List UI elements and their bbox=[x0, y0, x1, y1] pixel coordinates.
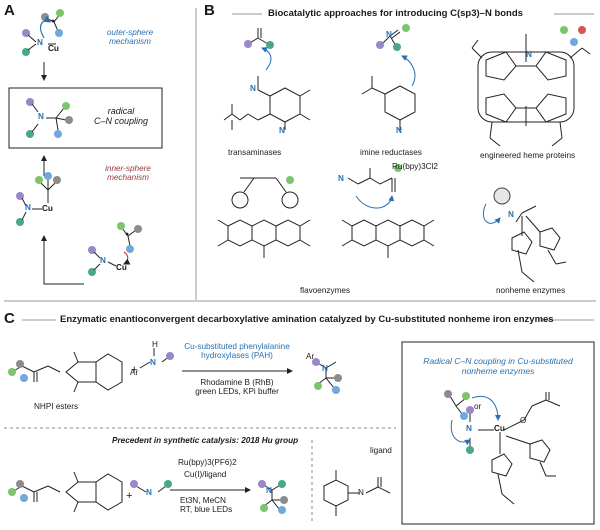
n-atom-c1: N bbox=[150, 358, 156, 367]
n-atom-box: N bbox=[466, 424, 472, 433]
n-atom-a1: N bbox=[37, 38, 43, 47]
label-transaminases: transaminases bbox=[228, 148, 282, 157]
outer-sphere-label: outer-sphere mechanism bbox=[106, 28, 154, 46]
n-atom-c3: N bbox=[146, 488, 152, 497]
label-ru-bpy: Ru(bpy)3Cl2 bbox=[392, 162, 438, 171]
label-heme-proteins: engineered heme proteins bbox=[480, 151, 576, 160]
cu-atom-a4: Cu bbox=[116, 263, 127, 272]
n-atom-ligand: N bbox=[358, 488, 364, 497]
ar-atom-top: Ar bbox=[130, 368, 139, 377]
label-imine-reductases: imine reductases bbox=[360, 148, 422, 157]
box-title: Radical C–N coupling in Cu-substituted n… bbox=[423, 356, 573, 376]
label-conditions: Rhodamine B (RhB) green LEDs, KPi buffer bbox=[195, 378, 279, 396]
panel-letter-b: B bbox=[204, 2, 215, 19]
o-atom-box: O bbox=[520, 416, 527, 425]
panel-b-colored-atoms bbox=[244, 24, 586, 205]
n-atom-b7: N bbox=[508, 210, 514, 219]
n-atom-b4: N bbox=[250, 84, 256, 93]
panel-a-graphics bbox=[8, 9, 163, 285]
label-cat2: Cu(I)/ligand bbox=[184, 470, 227, 479]
label-cat1: Ru(bpy)3(PF6)2 bbox=[178, 458, 237, 467]
n-atom-a3: N bbox=[25, 203, 31, 212]
h-atom-c1: H bbox=[152, 340, 158, 349]
label-precedent: Precedent in synthetic catalysis: 2018 H… bbox=[112, 436, 299, 445]
n-atom-c4: N bbox=[266, 486, 272, 495]
ar-atom-product: Ar bbox=[306, 352, 315, 361]
panel-letter-c: C bbox=[4, 310, 15, 327]
n-atom-b1: N bbox=[279, 126, 285, 135]
n-atom-b5: N bbox=[526, 50, 532, 59]
plus-top: + bbox=[131, 364, 138, 376]
panel-c-colored-atoms bbox=[8, 352, 474, 514]
panel-letter-a: A bbox=[4, 2, 15, 19]
n-atom-a2: N bbox=[38, 112, 44, 121]
inner-sphere-label: inner-sphere mechanism bbox=[105, 164, 151, 182]
label-or: or bbox=[474, 402, 482, 411]
panel-c-graphics bbox=[11, 341, 595, 525]
n-atom-b6: N bbox=[338, 174, 344, 183]
n-atom-b3: N bbox=[386, 30, 392, 39]
label-cat3: Et3N, MeCN RT, blue LEDs bbox=[180, 496, 233, 514]
cu-atom-a1: Cu bbox=[48, 44, 59, 53]
label-enzyme: Cu-substituted phenylalanine hydroxylase… bbox=[184, 342, 290, 360]
n-atom-c2: N bbox=[322, 364, 328, 373]
panel-b-title: Biocatalytic approaches for introducing … bbox=[268, 8, 523, 19]
panel-c-title: Enzymatic enantioconvergent decarboxylat… bbox=[60, 314, 554, 325]
label-flavoenzymes: flavoenzymes bbox=[300, 286, 351, 295]
radical-coupling-label: radical C–N coupling bbox=[93, 106, 149, 126]
panel-b-graphics bbox=[217, 28, 591, 283]
label-ligand: ligand bbox=[370, 446, 392, 455]
plus-bottom: + bbox=[126, 490, 133, 502]
label-nonheme-enzymes: nonheme enzymes bbox=[496, 286, 566, 295]
cu-atom-box: Cu bbox=[494, 424, 505, 433]
label-nhpi-esters: NHPI esters bbox=[34, 402, 79, 411]
cu-atom-a3: Cu bbox=[42, 204, 53, 213]
n-atom-a4: N bbox=[100, 256, 106, 265]
n-atom-b2: N bbox=[396, 126, 402, 135]
